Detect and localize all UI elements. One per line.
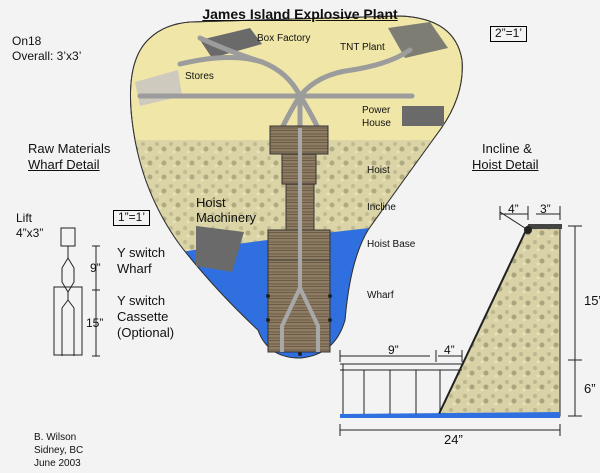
power-house-label-2: House [362,118,391,129]
dim-9-wharf: 9” [90,261,101,275]
y-switch-cassette-line1: Y switch [117,293,166,308]
y-switch-cassette-line2: Cassette [117,309,169,324]
y-switch-wharf-line2: Wharf [117,261,152,276]
hoist-detail-heading: Hoist Detail [472,157,539,172]
lift-label: Lift [16,211,33,225]
dim-height-6: 6” [584,381,596,396]
dim-top-3: 3” [540,202,551,216]
diagram-title: James Island Explosive Plant [202,6,398,22]
incline-structure [266,125,332,356]
power-house-building [402,106,444,126]
credit-location: Sidney, BC [34,445,84,456]
incline-label: Incline [367,202,396,213]
dim-base-9: 9” [388,343,399,357]
dim-base-4: 4” [444,343,455,357]
dim-top-4: 4” [508,202,519,216]
lift-size: 4”x3” [16,226,44,240]
wharf-detail-scale: 1”=1’ [113,210,151,226]
wharf-label: Wharf [367,290,394,301]
hoist-base-label: Hoist Base [367,239,416,250]
dim-height-15: 15” [584,293,600,308]
incline-heading: Incline & [482,141,532,156]
incline-detail-drawing [339,206,582,436]
tnt-plant-building [388,22,448,58]
y-switch-wharf-line1: Y switch [117,245,166,260]
scale-ratio: On18 [12,34,42,48]
rail-tracks [137,35,415,131]
dim-15-wharf: 15” [86,316,104,330]
box-factory-label: Box Factory [257,33,311,44]
hoist-cable [499,211,529,231]
credit-date: June 2003 [34,458,81,469]
wharf-trestle [340,363,462,414]
plan-scale: 2”=1’ [490,26,528,42]
incline-rock-fill [437,225,561,417]
credit-author: B. Wilson [34,432,77,443]
y-switch-cassette-line3: (Optional) [117,325,175,340]
overall-size: Overall: 3’x3’ [12,49,82,63]
hoist-machinery-building [196,226,244,272]
raw-materials-heading: Raw Materials [28,141,111,156]
tnt-plant-label: TNT Plant [340,42,385,53]
site-plan [129,15,463,359]
hoist-machinery-label-2: Machinery [196,210,256,225]
wharf-detail-drawing [53,227,100,357]
stores-label: Stores [185,71,214,82]
hoist-machinery-label-1: Hoist [196,195,226,210]
incline-water-base [340,412,560,418]
wharf-detail-heading: Wharf Detail [28,157,100,172]
box-factory-building [200,28,262,58]
dim-total-24: 24” [444,432,463,447]
power-house-label-1: Power [362,105,391,116]
hoist-label: Hoist [367,165,390,176]
